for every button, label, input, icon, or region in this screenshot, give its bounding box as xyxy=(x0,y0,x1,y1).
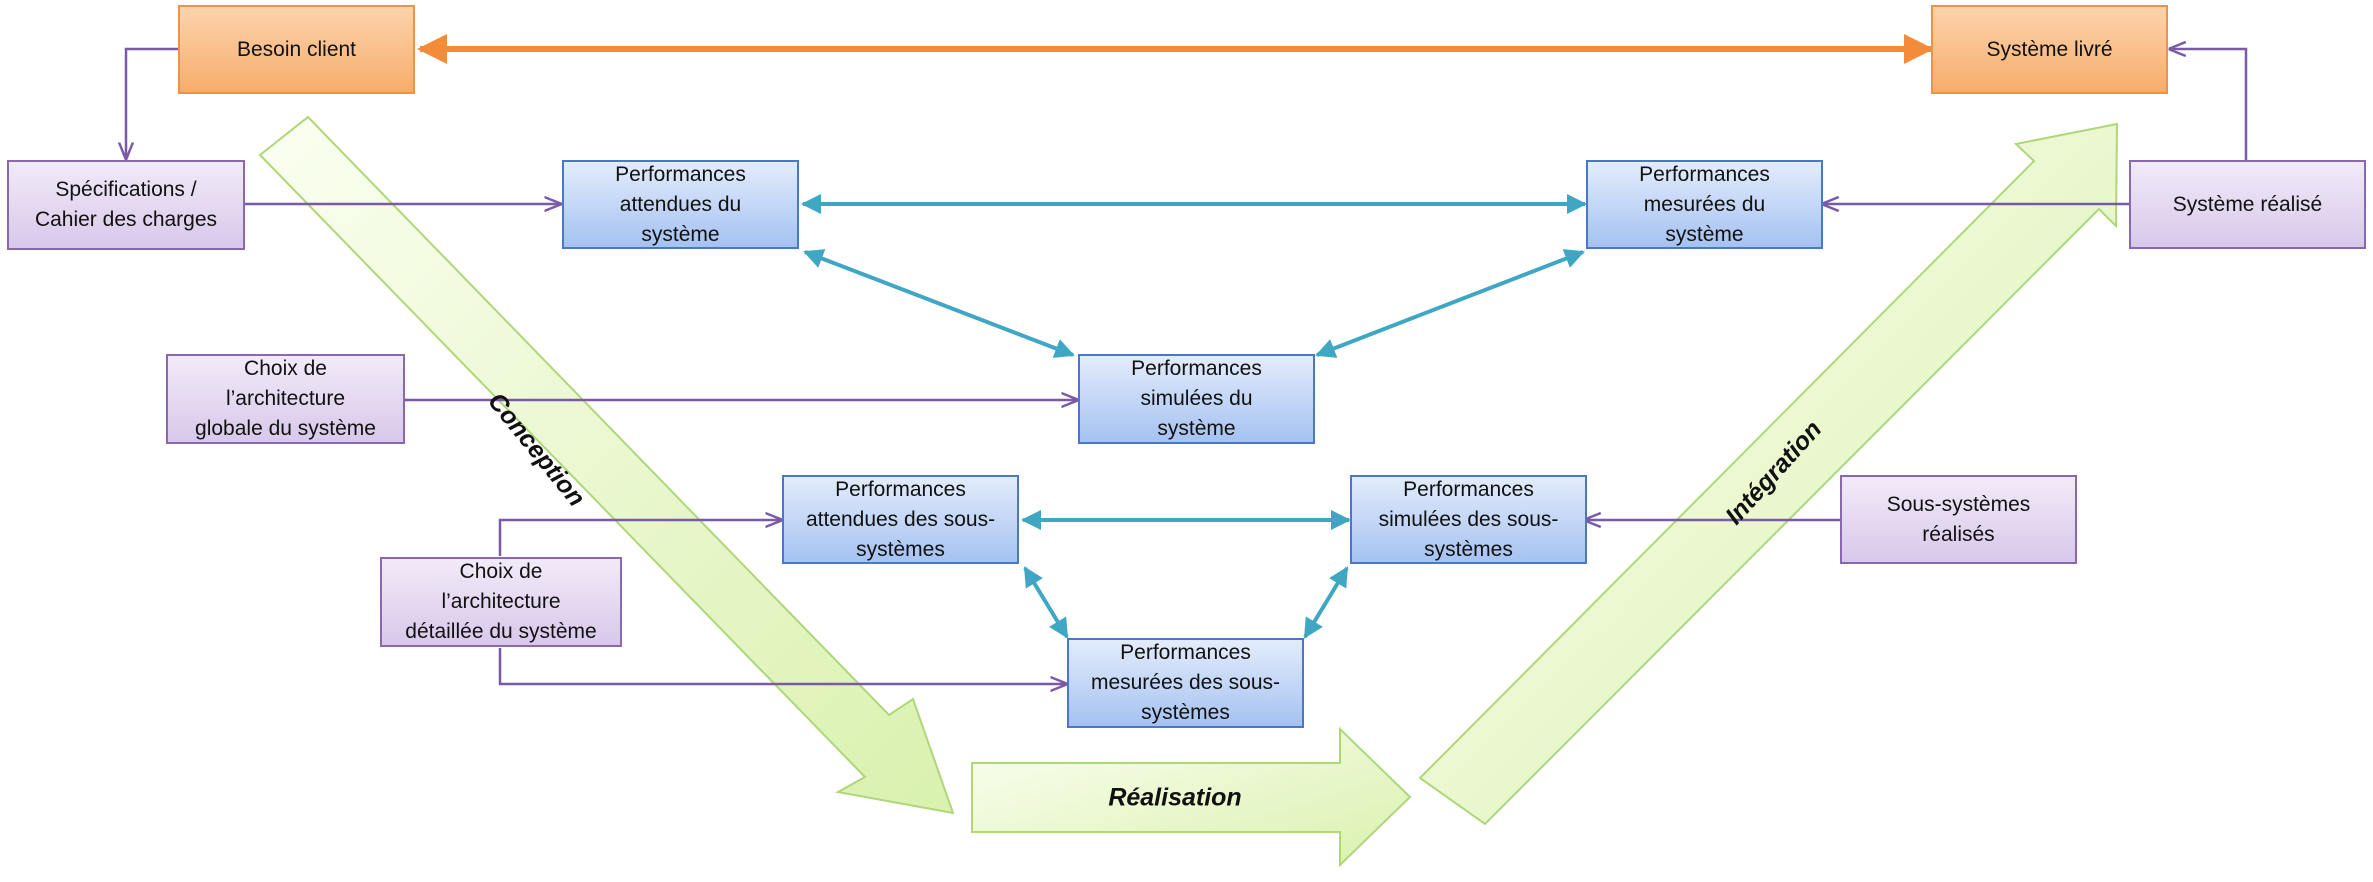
integration-band-arrow xyxy=(1418,122,2119,826)
perf-attendues-systeme-box: Performances attendues du système xyxy=(562,160,799,249)
perf-mesurees-systeme-label: Performances mesurées du système xyxy=(1639,162,1770,246)
perf-attendues-sous-systemes-label: Performances attendues des sous- système… xyxy=(805,477,996,561)
systeme-livre-label: Système livré xyxy=(1986,37,2113,61)
systeme-realise-label: Système réalisé xyxy=(2172,192,2323,216)
purple-detaillee-to-ss-attendues xyxy=(498,520,781,556)
perf-attendues-systeme-label: Performances attendues du système xyxy=(615,162,746,246)
choix-architecture-detaillee-label: Choix de l’architecture détaillée du sys… xyxy=(405,560,597,643)
perf-simulees-systeme-label: Performances simulées du système xyxy=(1131,357,1262,440)
besoin-client-box: Besoin client xyxy=(178,5,415,94)
teal-arrow-mesurees-simulees xyxy=(1315,249,1585,358)
perf-simulees-systeme-box: Performances simulées du système xyxy=(1078,354,1315,444)
systeme-realise-box: Système réalisé xyxy=(2129,160,2366,249)
sous-systemes-realises-box: Sous-systèmes réalisés xyxy=(1840,475,2077,564)
purple-realise-to-livre xyxy=(2170,49,2248,160)
teal-arrow-attendues-simulees xyxy=(803,249,1075,358)
purple-detaillee-to-ss-mesurees xyxy=(498,648,1066,684)
realisation-label: Réalisation xyxy=(1108,783,1242,812)
realisation-band-arrow xyxy=(971,726,1412,868)
perf-simulees-sous-systemes-label: Performances simulées des sous- systèmes xyxy=(1378,477,1559,561)
purple-besoin-to-specs xyxy=(126,47,178,158)
perf-attendues-sous-systemes-box: Performances attendues des sous- système… xyxy=(782,475,1019,564)
teal-arrow-ss-attendues-mesurees xyxy=(1023,566,1069,639)
perf-mesurees-systeme-box: Performances mesurées du système xyxy=(1586,160,1823,249)
besoin-client-label: Besoin client xyxy=(236,37,357,61)
perf-mesurees-sous-systemes-box: Performances mesurées des sous- systèmes xyxy=(1067,638,1304,728)
teal-arrow-ss-simulees-mesurees xyxy=(1303,566,1349,639)
sous-systemes-realises-label: Sous-systèmes réalisés xyxy=(1886,492,2031,546)
perf-mesurees-sous-systemes-label: Performances mesurées des sous- systèmes xyxy=(1090,641,1281,724)
choix-architecture-detaillee-box: Choix de l’architecture détaillée du sys… xyxy=(380,557,622,647)
choix-architecture-globale-box: Choix de l’architecture globale du systè… xyxy=(166,354,405,444)
specifications-label: Spécifications / Cahier des charges xyxy=(34,178,218,231)
choix-architecture-globale-label: Choix de l’architecture globale du systè… xyxy=(195,357,376,440)
systeme-livre-box: Système livré xyxy=(1931,5,2168,94)
perf-simulees-sous-systemes-box: Performances simulées des sous- systèmes xyxy=(1350,475,1587,564)
specifications-box: Spécifications / Cahier des charges xyxy=(7,160,245,250)
conception-band-arrow xyxy=(258,115,955,815)
